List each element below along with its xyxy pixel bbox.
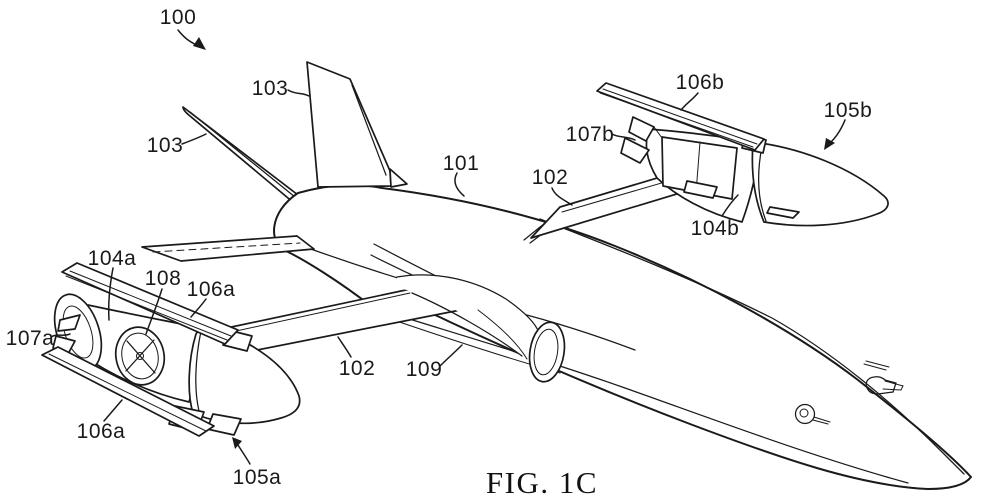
nacelle-right-under-fin bbox=[766, 206, 800, 219]
duct-group bbox=[396, 274, 566, 383]
prop-right-link bbox=[653, 126, 663, 139]
keel-top-line bbox=[373, 307, 909, 484]
pod-right-recess bbox=[661, 136, 738, 200]
label-103-left: 103 bbox=[147, 134, 184, 157]
label-107a: 107a bbox=[6, 327, 55, 350]
duct-mouth-inner bbox=[533, 328, 559, 376]
label-108: 108 bbox=[145, 267, 182, 290]
duct-inner-curve bbox=[477, 309, 528, 360]
leader-108 bbox=[145, 288, 163, 335]
nose-sensor-circle bbox=[794, 403, 816, 425]
nose-sensor-inner bbox=[799, 408, 809, 418]
stabilizer-dashed-line bbox=[152, 242, 301, 253]
label-109: 109 bbox=[406, 358, 443, 381]
left-nacelle-group bbox=[41, 262, 301, 437]
tail-fin-right bbox=[306, 61, 392, 188]
prop-right-blade2 bbox=[620, 137, 650, 164]
nose-latch bbox=[865, 376, 897, 395]
label-102-left: 102 bbox=[339, 357, 376, 380]
leader-109 bbox=[439, 344, 463, 367]
leader-107a bbox=[50, 333, 71, 338]
rotor-blades-x bbox=[125, 339, 156, 374]
nacelle-left-nose-cone bbox=[188, 326, 301, 425]
nacelle-right-nose-cone bbox=[751, 141, 889, 227]
leader-102-right bbox=[551, 187, 573, 206]
fuselage-chine-line bbox=[539, 218, 965, 475]
label-106a-lower: 106a bbox=[77, 420, 126, 443]
leader-101 bbox=[454, 172, 465, 197]
prop-left-blade1 bbox=[57, 314, 81, 332]
blade-right-inner-line bbox=[602, 88, 758, 145]
label-101: 101 bbox=[443, 152, 480, 175]
pod-right-bracket bbox=[683, 180, 718, 199]
leader-107b bbox=[611, 133, 636, 141]
blade-left-upper-inner bbox=[69, 270, 232, 337]
leader-104a bbox=[108, 267, 114, 321]
label-106b: 106b bbox=[676, 71, 725, 94]
label-100: 100 bbox=[160, 6, 197, 29]
leader-lines bbox=[50, 29, 846, 465]
fuselage-outline bbox=[273, 184, 972, 490]
leader-106a-upper bbox=[190, 298, 207, 318]
rotor-opening-inner-rim bbox=[121, 332, 159, 380]
tail-fin-right-base-flap bbox=[389, 168, 408, 188]
leader-105a bbox=[237, 444, 251, 465]
arrowhead-105a bbox=[232, 437, 242, 449]
rotor-hub bbox=[136, 352, 144, 360]
arrowhead-100 bbox=[193, 37, 206, 50]
label-103-right: 103 bbox=[252, 77, 289, 100]
arrowhead-105b bbox=[824, 138, 835, 150]
horizontal-stabilizer bbox=[141, 235, 315, 262]
nose-sensor-rod bbox=[812, 416, 831, 425]
tail-fin-right-inner-line bbox=[351, 84, 387, 176]
label-105a: 105a bbox=[233, 466, 282, 489]
wing-left-thickness-line bbox=[226, 292, 411, 334]
label-106a-upper: 106a bbox=[187, 278, 236, 301]
label-102-right: 102 bbox=[532, 166, 569, 189]
blade-left-lower-inner bbox=[48, 353, 207, 432]
blade-right-inner-line2 bbox=[599, 92, 754, 148]
leader-103-right bbox=[287, 89, 310, 97]
label-104b: 104b bbox=[691, 217, 740, 240]
leader-103-left bbox=[181, 133, 207, 145]
label-105b: 105b bbox=[824, 99, 873, 122]
leader-104b bbox=[721, 194, 739, 217]
fuselage-group bbox=[273, 184, 972, 490]
label-104a: 104a bbox=[88, 247, 137, 270]
pod-left-front-disc-inner bbox=[62, 305, 94, 359]
leader-105b bbox=[830, 119, 846, 143]
nose-latch-rod bbox=[882, 380, 904, 391]
reference-labels: 100 103 103 101 102 106b 105b 107b 104b … bbox=[6, 6, 873, 489]
leader-106a-lower bbox=[103, 399, 123, 422]
label-107b: 107b bbox=[566, 123, 615, 146]
nose-tick-marks bbox=[863, 360, 890, 371]
duct-body-fill bbox=[397, 274, 541, 374]
duct-top-curve bbox=[396, 274, 540, 334]
leader-106b bbox=[680, 92, 699, 111]
tail-surfaces bbox=[141, 61, 408, 262]
leader-102-left bbox=[337, 336, 352, 358]
prop-right-blade1 bbox=[628, 116, 655, 142]
right-nacelle-group bbox=[596, 82, 889, 227]
duct-mouth-outer bbox=[528, 321, 566, 383]
duct-lower-curve bbox=[411, 292, 523, 357]
blade-left-upper-inner2 bbox=[65, 275, 228, 341]
figure-caption: FIG. 1C bbox=[486, 465, 598, 500]
nacelle-left-joint-curve bbox=[195, 330, 202, 412]
